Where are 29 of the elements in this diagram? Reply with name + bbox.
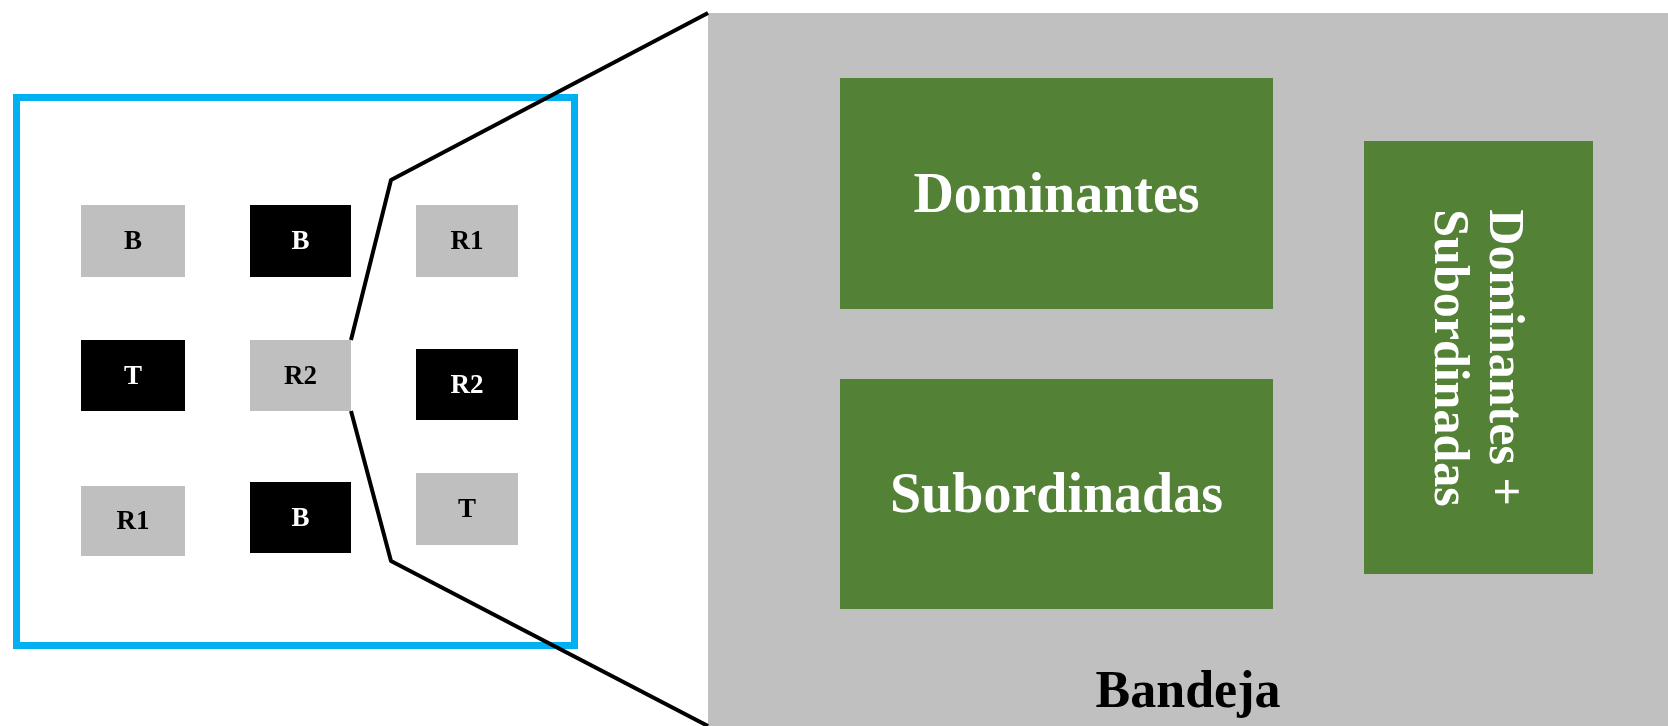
zoom-line (349, 11, 709, 341)
sample-box (81, 205, 185, 277)
box-label: R2 (284, 360, 317, 391)
box-label: T (124, 360, 142, 391)
box-label: R1 (450, 226, 484, 256)
category-label: Dominantes + Subordinadas (1423, 208, 1534, 507)
box-label: R1 (116, 506, 150, 536)
sample-box (250, 340, 351, 411)
zoom-line (349, 410, 709, 726)
sample-box (81, 340, 185, 411)
sample-box (81, 486, 185, 556)
box-label: R2 (450, 369, 484, 400)
panel-label: Bandeja (1095, 660, 1281, 718)
box-label: B (291, 502, 310, 533)
tray-panel (708, 13, 1668, 726)
sample-box (416, 349, 518, 420)
category-box (840, 379, 1273, 609)
sample-box (416, 473, 518, 545)
sample-box (416, 205, 518, 277)
category-label: Dominantes (913, 162, 1200, 225)
frame-box (13, 94, 578, 649)
category-label: Subordinadas (889, 463, 1224, 525)
category-box (840, 78, 1273, 309)
category-box (1364, 141, 1593, 574)
box-label: T (458, 494, 476, 524)
box-label: B (291, 226, 310, 256)
sample-box (250, 482, 351, 553)
box-label: B (124, 226, 142, 256)
sample-box (250, 205, 351, 277)
